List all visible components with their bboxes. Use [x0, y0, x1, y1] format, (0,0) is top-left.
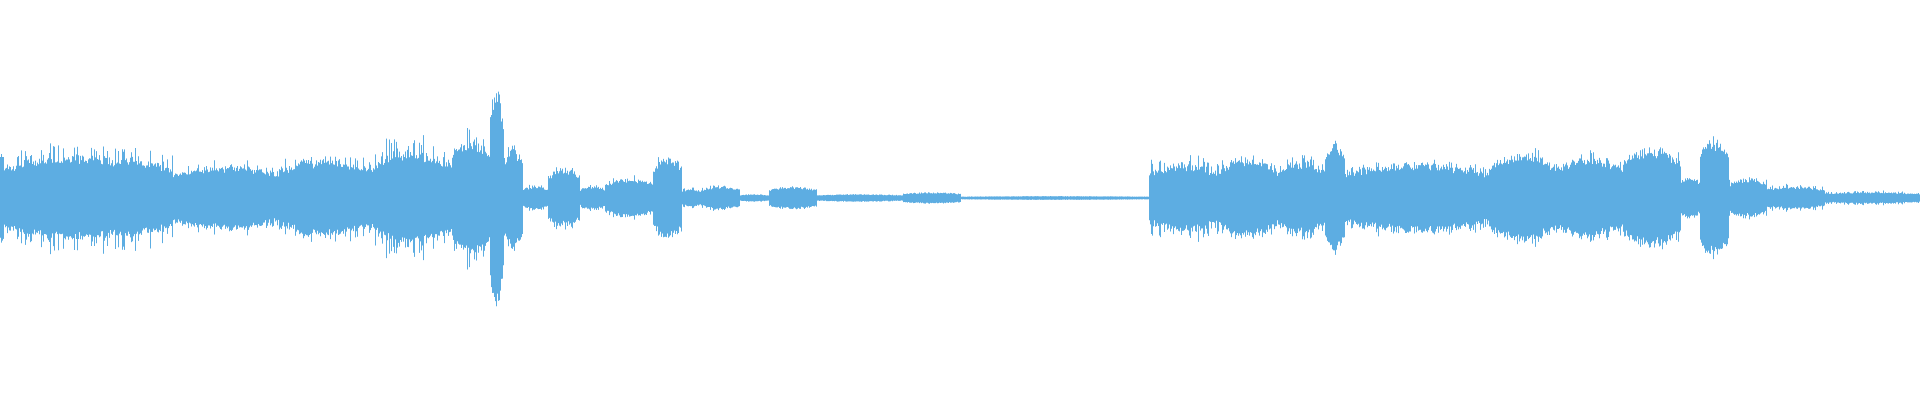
waveform-graphic [0, 91, 1920, 307]
